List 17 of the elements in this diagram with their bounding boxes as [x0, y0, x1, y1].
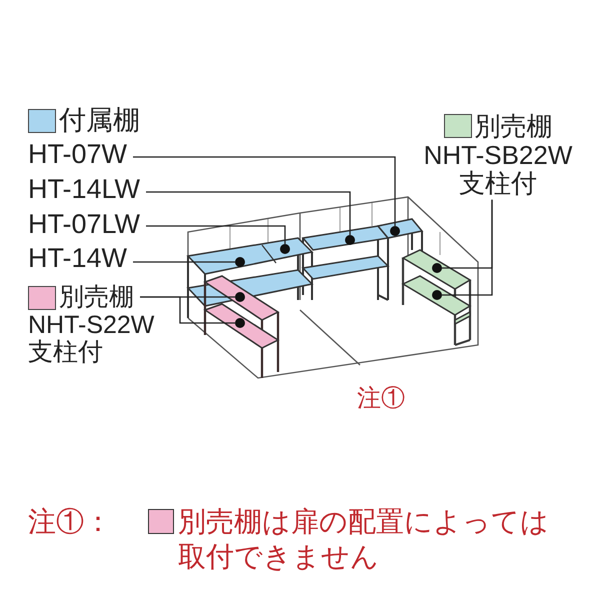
note-marker: 注①: [357, 384, 405, 414]
part-number-label: HT-14W: [28, 244, 128, 274]
leader-line: [442, 200, 493, 296]
leader-line: [133, 156, 396, 226]
part-number-label: NHT-SB22W 支柱付: [422, 140, 574, 198]
leader-line: [133, 261, 235, 263]
leader-line: [146, 191, 351, 235]
leader-line: [146, 225, 286, 244]
shelf-category-label: 別売棚: [59, 284, 134, 312]
legend-label: 付属棚: [59, 106, 140, 136]
note-text: 別売棚は扉の配置によっては取付できません: [178, 505, 550, 574]
part-number-label: HT-14LW: [28, 175, 140, 205]
shelf-category-label: 別売棚: [474, 112, 552, 141]
part-number-label: HT-07LW: [28, 210, 140, 240]
part-number-label: HT-07W: [28, 140, 128, 170]
note-marker: 注①：: [28, 505, 112, 539]
part-number-label: NHT-S22W 支柱付: [28, 312, 156, 366]
